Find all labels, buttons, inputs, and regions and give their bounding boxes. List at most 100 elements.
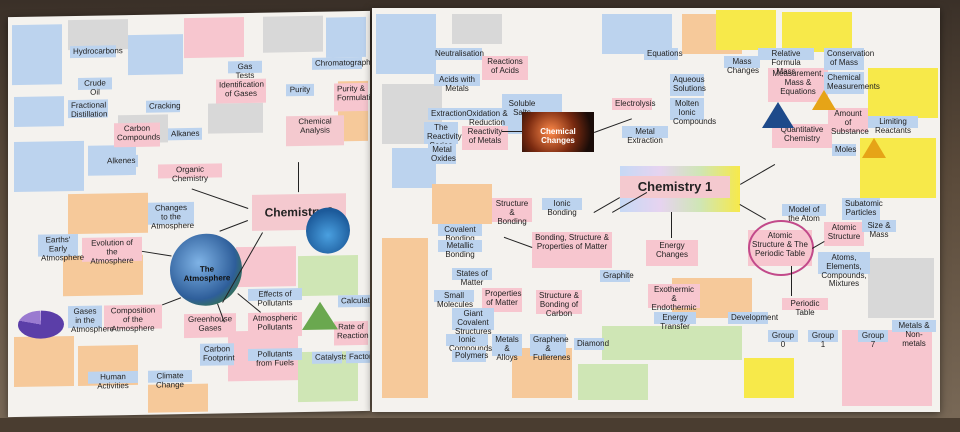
note-box	[376, 14, 436, 74]
note-box	[512, 348, 572, 398]
note-box	[208, 102, 263, 134]
node-graphene: Graphene & Fullerenes	[530, 334, 570, 361]
connector-line	[219, 219, 248, 232]
node-ionic-compounds: Ionic Compounds	[446, 334, 492, 353]
topic-rate-of-reaction: Rate of Reaction	[334, 320, 369, 346]
node-metals-alloys: Metals & Alloys	[492, 334, 522, 361]
topic-evolution-atmosphere: Evolution of the Atmosphere	[82, 236, 142, 265]
topic-the-atmosphere: The Atmosphere	[183, 264, 231, 283]
node-catalysts: Catalysts	[312, 351, 348, 364]
node-alkanes: Alkanes	[168, 127, 202, 141]
node-diamond: Diamond	[574, 338, 609, 350]
topic-energy-changes: Energy Changes	[646, 240, 698, 266]
note-box	[868, 258, 934, 318]
note-box	[184, 17, 244, 59]
note-box	[14, 140, 84, 193]
connector-line	[162, 297, 182, 306]
node-cracking: Cracking	[146, 100, 181, 113]
node-gas-tests: Gas Tests	[228, 60, 262, 80]
node-ionic-bonding: Ionic Bonding	[542, 198, 582, 217]
node-climate-change: Climate Change	[148, 369, 192, 389]
connector-line	[670, 212, 672, 238]
node-limiting-reactants: Limiting Reactants	[868, 116, 918, 135]
node-aqueous-solutions: Aqueous Solutions	[670, 74, 706, 96]
node-factors: Factors	[346, 350, 370, 364]
note-box	[578, 364, 648, 400]
connector-line	[191, 188, 249, 209]
note-box	[782, 12, 852, 52]
node-fractional-distillation: Fractional Distillation	[68, 99, 108, 119]
fire-triangle-icon	[302, 301, 338, 331]
atmosphere-pie-chart	[18, 310, 64, 339]
node-chromatography: Chromatography	[312, 56, 370, 70]
node-changes-to-atmosphere: Changes to the Atmosphere	[148, 201, 194, 230]
node-effects-of-pollutants: Effects of Pollutants	[248, 288, 302, 308]
connector-line	[790, 266, 792, 296]
topic-reactivity-of-metals: Reactivity of Metals	[462, 126, 508, 150]
note-box	[744, 358, 794, 398]
node-metals-non-metals: Metals & Non-metals	[892, 320, 936, 347]
node-group-0: Group 0	[768, 330, 798, 349]
node-earths-early-atmosphere: Earths' Early Atmosphere	[38, 233, 84, 262]
node-relative-formula-mass: Relative Formula Mass	[758, 48, 814, 75]
node-covalent-bonding: Covalent Bonding	[438, 224, 482, 243]
node-giant-covalent: Giant Covalent Structures	[452, 308, 494, 335]
connector-line	[141, 250, 172, 257]
note-box	[382, 238, 428, 398]
note-box	[602, 326, 742, 360]
note-box	[263, 15, 323, 53]
note-box	[14, 96, 64, 128]
node-group-7: Group 7	[858, 330, 888, 349]
topic-carbon-compounds: Carbon Compounds	[114, 122, 160, 148]
node-chemical-measurements: Chemical Measurements	[824, 72, 880, 94]
node-pollutants-from-fuels: Pollutants from Fuels	[248, 348, 302, 368]
topic-reactions-of-acids: Reactions of Acids	[482, 56, 528, 80]
node-hydrocarbons: Hydrocarbons	[70, 45, 123, 59]
node-alkenes: Alkenes	[104, 154, 138, 168]
note-box	[68, 192, 148, 235]
flask-image	[306, 207, 350, 254]
note-box	[602, 14, 672, 54]
triangle-icon	[762, 102, 794, 128]
topic-greenhouse-gases: Greenhouse Gases	[184, 313, 236, 339]
node-extraction: Extraction	[428, 108, 467, 120]
connector-line	[739, 204, 766, 221]
node-carbon-footprint: Carbon Footprint	[200, 343, 235, 366]
topic-exo-endo: Exothermic & Endothermic	[648, 284, 700, 311]
note-box	[128, 34, 183, 76]
chemical-changes-image	[522, 112, 594, 152]
note-box	[452, 14, 502, 44]
node-equations: Equations	[644, 48, 683, 60]
node-small-molecules: Small Molecules	[434, 290, 474, 309]
node-atoms-elements: Atoms, Elements, Compounds, Mixtures	[818, 252, 870, 288]
node-metal-oxides: Metal Oxides	[428, 144, 456, 164]
node-reactivity-series: The Reactivity Series	[424, 122, 462, 149]
node-graphite: Graphite	[600, 270, 634, 282]
topic-chemical-changes: Chemical Changes	[540, 127, 576, 145]
topic-identification-of-gases: Identification of Gases	[216, 78, 266, 104]
poster-chemistry-2: Chemical Analysis Organic Chemistry Carb…	[8, 10, 370, 418]
node-purity: Purity	[286, 83, 314, 97]
node-model-of-atom: Model of the Atom	[782, 204, 826, 223]
note-box	[716, 10, 776, 50]
node-subatomic: Subatomic Particles	[842, 198, 883, 220]
node-human-activities: Human Activities	[88, 370, 138, 390]
node-gases-in-atmosphere: Gases in the Atmosphere	[68, 305, 114, 334]
node-metallic-bonding: Metallic Bonding	[438, 240, 482, 259]
topic-electrolysis: Electrolysis	[612, 98, 655, 110]
connector-line	[298, 162, 300, 193]
note-box	[868, 68, 938, 118]
connector-line	[502, 130, 522, 132]
topic-chemical-analysis: Chemical Analysis	[286, 115, 344, 147]
node-crude-oil: Crude Oil	[78, 77, 112, 97]
topic-periodic-table: Periodic Table	[782, 298, 828, 317]
node-size-mass: Size & Mass	[862, 220, 896, 239]
node-metal-extraction: Metal Extraction	[622, 126, 668, 145]
node-acids-with-metals: Acids with Metals	[434, 74, 480, 93]
node-soluble-salts: Soluble Salts	[502, 98, 542, 117]
topic-atmospheric-pollutants: Atmospheric Pollutants	[248, 312, 302, 337]
node-energy-transfer: Energy Transfer	[654, 312, 696, 331]
node-polymers: Polymers	[452, 350, 488, 362]
node-oxidation-reduction: Oxidation & Reduction	[462, 108, 512, 127]
